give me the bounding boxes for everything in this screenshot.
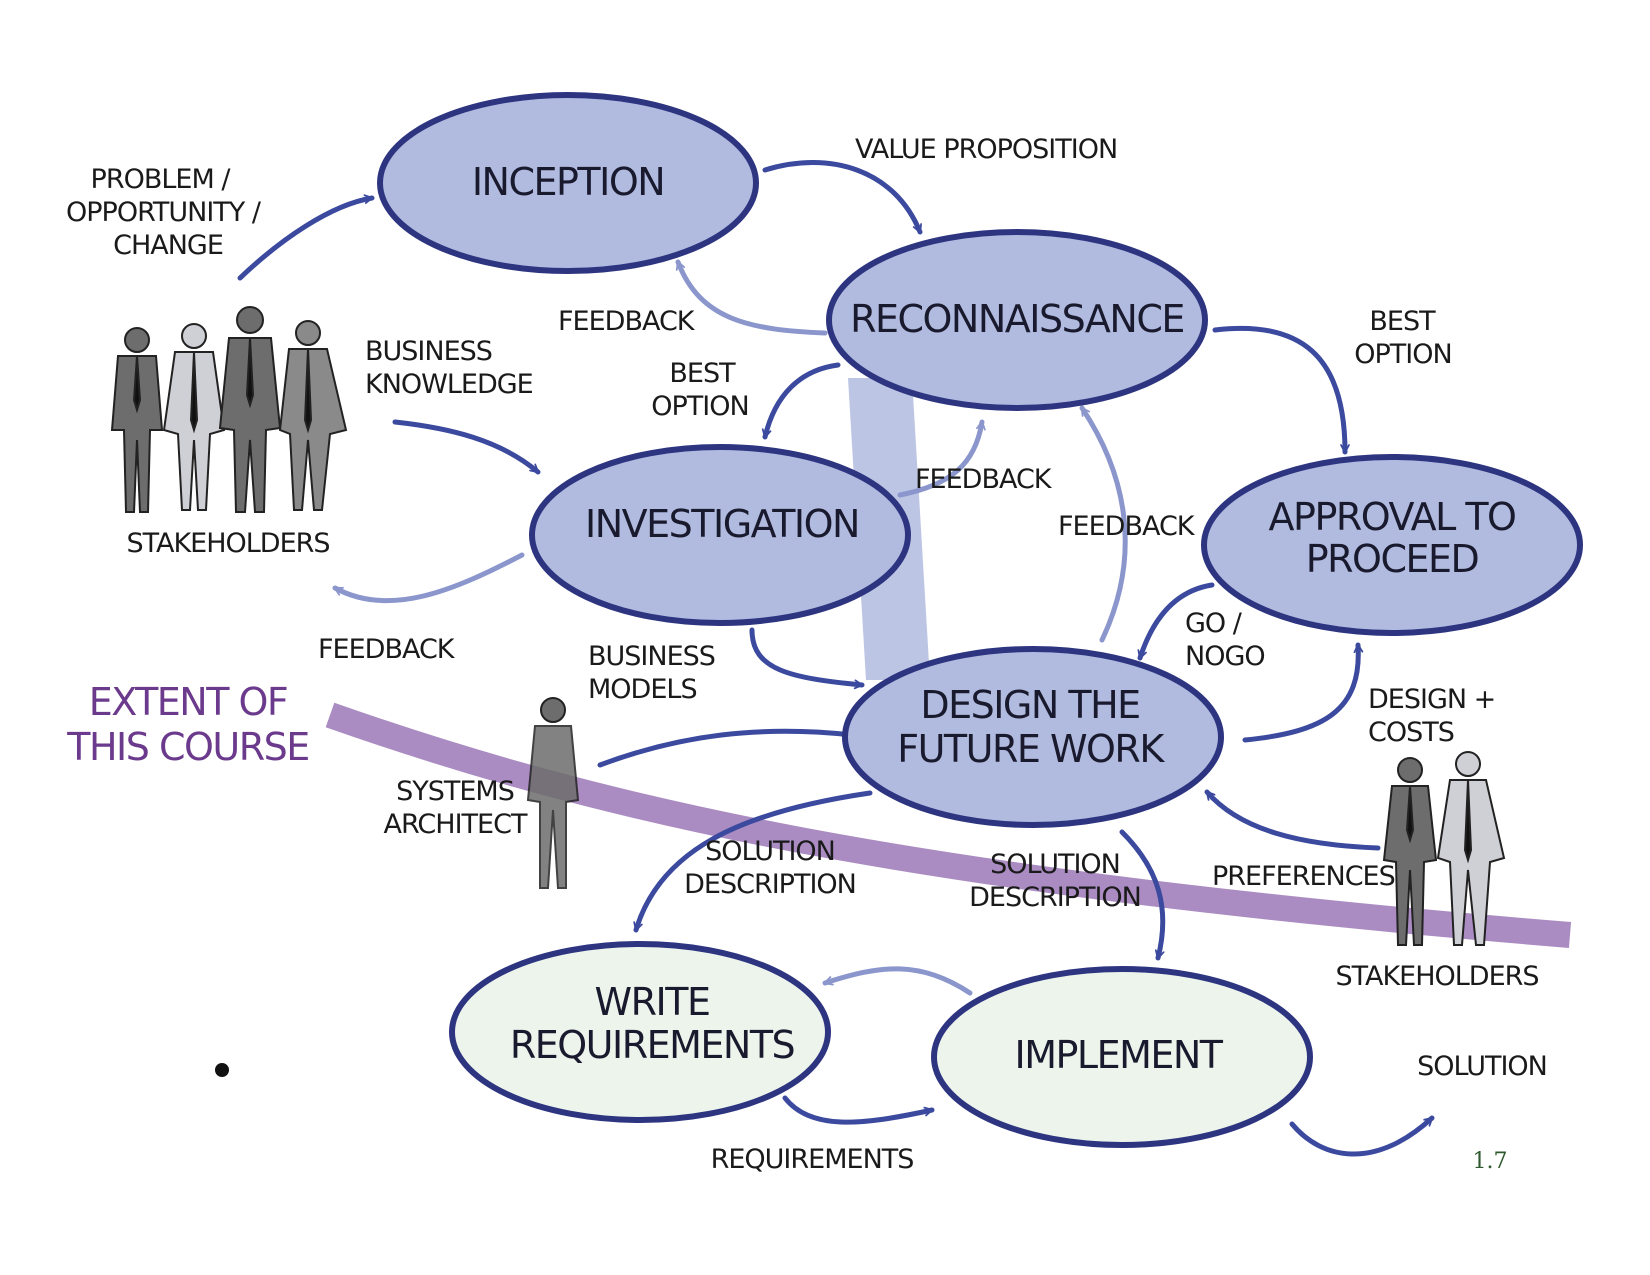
- label-feedback-design: FEEDBACK: [1058, 511, 1196, 542]
- person-icon: [218, 306, 282, 513]
- node-write-label-line2: REQUIREMENTS: [510, 1023, 794, 1067]
- label-best-option-left-line1: BEST: [669, 358, 736, 389]
- page-number: 1.7: [1473, 1149, 1508, 1174]
- arrow-implement-to-write: [822, 966, 973, 996]
- stakeholders-right-icon: [1382, 751, 1506, 946]
- arrow-design-to-implement: [1119, 829, 1166, 961]
- label-preferences: PREFERENCES: [1212, 861, 1395, 892]
- arrow-feedback-to-reconnaissance-from-design: [1079, 405, 1128, 643]
- person-icon: [1436, 751, 1506, 946]
- label-problem-line1: PROBLEM /: [91, 164, 232, 195]
- node-inception: [377, 92, 759, 274]
- label-requirements: REQUIREMENTS: [711, 1144, 914, 1175]
- arrow-architect-to-design: [597, 728, 855, 768]
- label-business-knowledge-line1: BUSINESS: [365, 336, 492, 367]
- node-approval-label-line1: APPROVAL TO: [1269, 495, 1516, 539]
- node-implement-label: IMPLEMENT: [1014, 1033, 1223, 1077]
- label-feedback-investigation: FEEDBACK: [915, 464, 1053, 495]
- node-reconnaissance-label: RECONNAISSANCE: [850, 297, 1184, 341]
- label-business-models-line1: BUSINESS: [588, 641, 715, 672]
- label-best-option-right-line2: OPTION: [1354, 339, 1451, 370]
- label-problem-line2: OPPORTUNITY /: [66, 197, 262, 228]
- arrow-investigation-to-design: [749, 627, 865, 690]
- node-approval: [1201, 454, 1583, 636]
- label-feedback-stakeholders: FEEDBACK: [318, 634, 456, 665]
- label-business-knowledge-line2: KNOWLEDGE: [365, 369, 533, 400]
- systems-architect-icon: [526, 697, 580, 889]
- label-systems-architect-line1: SYSTEMS: [396, 776, 514, 807]
- arrow-feedback-to-reconnaissance-from-investigation: [897, 419, 986, 498]
- node-inception-label: INCEPTION: [472, 160, 664, 204]
- label-stakeholders-left: STAKEHOLDERS: [126, 528, 329, 559]
- label-solution-description-right-line2: DESCRIPTION: [969, 882, 1141, 913]
- course-extent-label-line2: THIS COURSE: [66, 725, 308, 769]
- label-solution-description-left-line2: DESCRIPTION: [684, 869, 856, 900]
- course-extent-line: [325, 702, 1572, 948]
- node-approval-label-line2: PROCEED: [1306, 537, 1479, 581]
- node-design: [842, 646, 1224, 828]
- node-design-label-line2: FUTURE WORK: [897, 727, 1165, 771]
- node-design-label-line1: DESIGN THE: [920, 683, 1139, 727]
- node-investigation-label: INVESTIGATION: [585, 502, 859, 546]
- arrow-knowledge-to-investigation: [392, 419, 541, 475]
- arrow-inception-to-reconnaissance: [762, 160, 923, 235]
- arrow-preferences-to-design: [1204, 789, 1381, 851]
- arrow-reconnaissance-to-approval: [1212, 325, 1350, 455]
- label-stakeholders-right: STAKEHOLDERS: [1335, 961, 1538, 992]
- node-write-requirements: [449, 941, 831, 1123]
- course-extent-label-line1: EXTENT OF: [89, 680, 288, 724]
- label-go-nogo-line1: GO /: [1185, 608, 1243, 639]
- label-business-models-line2: MODELS: [588, 674, 697, 705]
- label-design-costs-line2: COSTS: [1368, 717, 1454, 748]
- label-best-option-left-line2: OPTION: [651, 391, 748, 422]
- arrow-feedback-to-inception: [675, 259, 828, 336]
- arrow-feedback-to-stakeholders: [332, 552, 525, 604]
- node-implement: [931, 966, 1313, 1148]
- arrow-problem-to-inception: [237, 194, 375, 281]
- label-design-costs-line1: DESIGN +: [1368, 684, 1495, 715]
- label-solution-description-right-line1: SOLUTION: [990, 849, 1120, 880]
- label-solution: SOLUTION: [1417, 1051, 1547, 1082]
- arrow-design-to-write: [633, 790, 873, 933]
- label-best-option-right-line1: BEST: [1369, 306, 1436, 337]
- arrow-reconnaissance-to-investigation: [761, 362, 841, 440]
- arrow-write-to-implement: [782, 1095, 935, 1125]
- arrow-implement-to-solution: [1289, 1115, 1435, 1157]
- bullet-dot: [215, 1063, 229, 1077]
- node-write-label-line1: WRITE: [595, 980, 710, 1024]
- label-feedback-inception: FEEDBACK: [558, 306, 696, 337]
- stakeholders-left-icon: [110, 306, 348, 513]
- person-icon: [110, 327, 164, 513]
- node-investigation: [529, 444, 911, 626]
- label-go-nogo-line2: NOGO: [1185, 641, 1265, 672]
- label-value-proposition: VALUE PROPOSITION: [855, 134, 1117, 165]
- arrow-design-to-approval: [1242, 642, 1364, 743]
- label-solution-description-left-line1: SOLUTION: [705, 836, 835, 867]
- label-systems-architect-line2: ARCHITECT: [384, 809, 528, 840]
- person-icon: [1382, 757, 1438, 946]
- arrow-approval-to-design: [1137, 582, 1215, 661]
- person-icon: [162, 323, 226, 511]
- label-problem-line3: CHANGE: [113, 230, 223, 261]
- node-reconnaissance: [826, 229, 1208, 411]
- person-icon: [278, 320, 348, 511]
